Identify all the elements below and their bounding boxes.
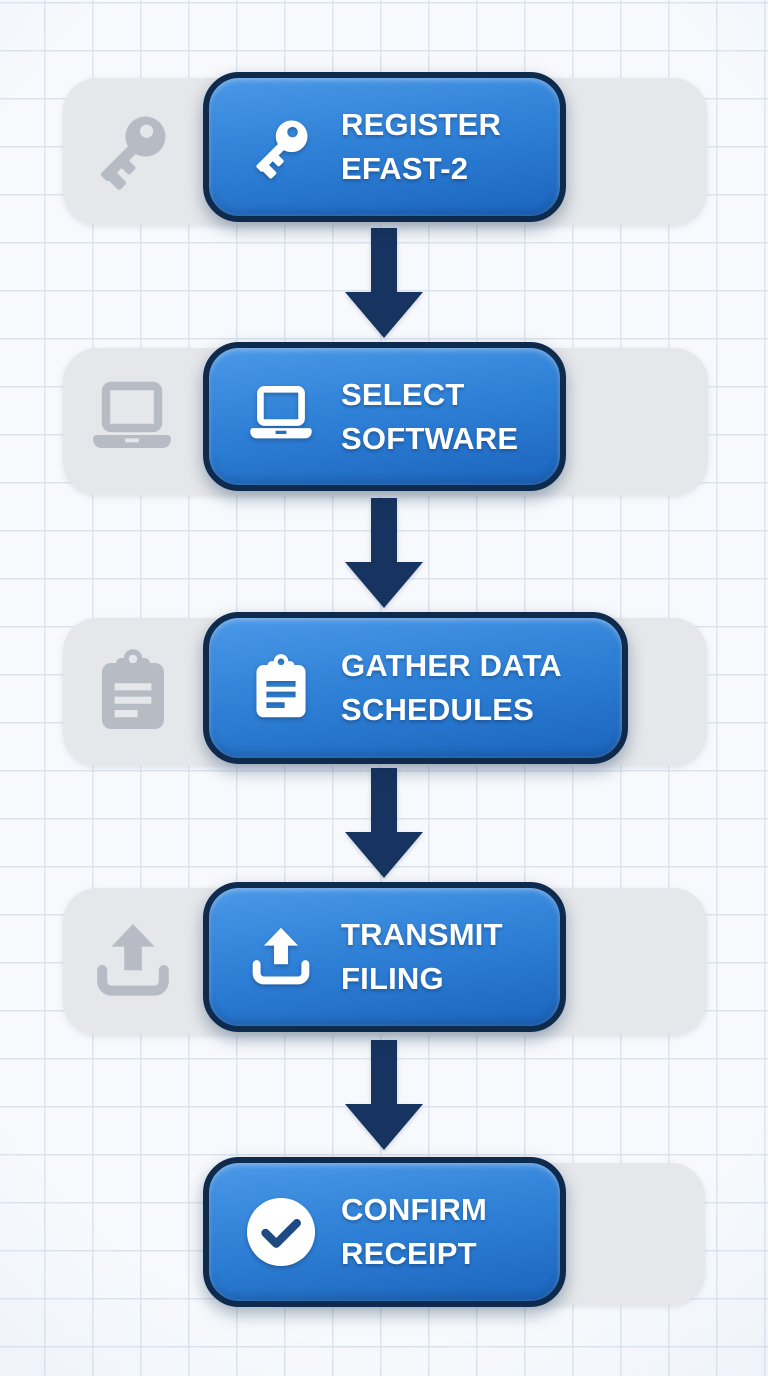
- down-arrow-icon: [345, 768, 423, 878]
- step-label-select: SELECT SOFTWARE: [341, 373, 518, 461]
- down-arrow-icon: [345, 498, 423, 608]
- step-button-select-software[interactable]: SELECT SOFTWARE: [203, 342, 566, 491]
- step-button-transmit-filing[interactable]: TRANSMIT FILING: [203, 882, 566, 1032]
- step-label-confirm: CONFIRM RECEIPT: [341, 1188, 487, 1276]
- step-label-line: FILING: [341, 961, 444, 996]
- step-label-line: RECEIPT: [341, 1236, 477, 1271]
- down-arrow-icon: [345, 228, 423, 338]
- key-icon-ghost: [84, 102, 180, 198]
- step-label-line: REGISTER: [341, 107, 502, 142]
- step-label-line: GATHER DATA: [341, 648, 562, 683]
- step-label-line: TRANSMIT: [341, 917, 503, 952]
- step-label-gather: GATHER DATA SCHEDULES: [341, 644, 562, 732]
- step-label-line: EFAST-2: [341, 151, 469, 186]
- laptop-icon: [243, 379, 319, 455]
- step-label-line: CONFIRM: [341, 1192, 488, 1227]
- upload-icon: [243, 919, 319, 995]
- upload-icon-ghost: [85, 913, 181, 1009]
- step-label-line: SELECT: [341, 376, 465, 412]
- step-button-confirm-receipt[interactable]: CONFIRM RECEIPT: [203, 1157, 566, 1307]
- step-label-register: REGISTER EFAST-2: [341, 103, 501, 191]
- step-label-line: SOFTWARE: [341, 420, 519, 456]
- step-button-register-efast2[interactable]: REGISTER EFAST-2: [203, 72, 566, 222]
- clipboard-icon: [243, 650, 319, 726]
- check-icon: [243, 1194, 319, 1270]
- down-arrow-icon: [345, 1040, 423, 1150]
- key-icon: [243, 109, 319, 185]
- step-label-transmit: TRANSMIT FILING: [341, 913, 503, 1001]
- step-label-line: SCHEDULES: [341, 692, 534, 727]
- step-button-gather-data-schedules[interactable]: GATHER DATA SCHEDULES: [203, 612, 628, 764]
- laptop-icon-ghost: [84, 373, 180, 469]
- clipboard-icon-ghost: [85, 644, 181, 740]
